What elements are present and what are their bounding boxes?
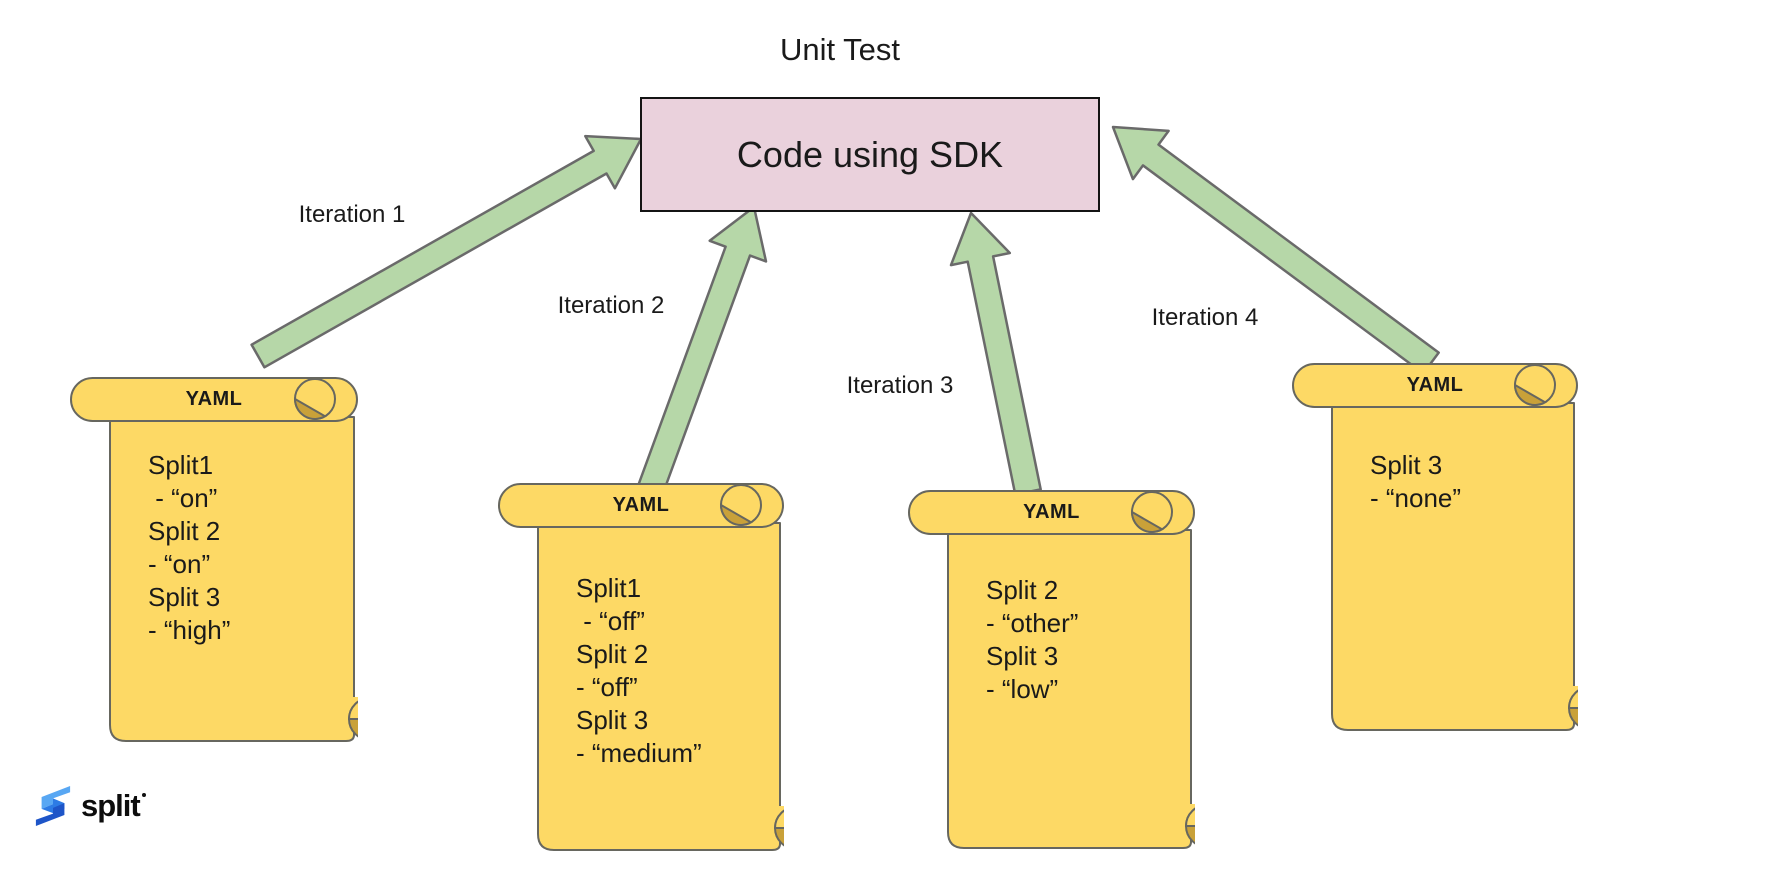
scroll-shape — [908, 490, 1195, 849]
scroll-header: YAML — [1406, 374, 1464, 396]
yaml-line: - “off” — [576, 672, 638, 702]
yaml-line: Split 3 — [576, 705, 649, 735]
iteration-label-2: Iteration 2 — [557, 292, 665, 319]
iteration-label-4: Iteration 4 — [1151, 304, 1259, 331]
yaml-line: Split1 — [576, 573, 642, 603]
yaml-line: - “none” — [1370, 483, 1462, 513]
scroll-text: Split1 - “off”Split 2- “off”Split 3- “me… — [576, 572, 702, 770]
scroll-text: Split 2- “other”Split 3- “low” — [986, 574, 1078, 706]
yaml-line: Split 2 — [576, 639, 649, 669]
trademark-dot — [141, 793, 146, 797]
scroll-shape — [498, 483, 784, 851]
iteration-label-3: Iteration 3 — [846, 372, 954, 399]
yaml-line: Split 3 — [148, 582, 221, 612]
code-sdk-box: Code using SDK — [640, 97, 1100, 212]
yaml-line: Split 3 — [986, 641, 1059, 671]
scroll-header: YAML — [1023, 501, 1080, 523]
scroll-text: Split1 - “on”Split 2- “on”Split 3- “high… — [148, 449, 230, 647]
scroll-header: YAML — [185, 388, 243, 410]
yaml-scroll-4: YAML Split 3- “none” — [1292, 363, 1578, 732]
yaml-line: - “medium” — [576, 738, 702, 768]
page-title: Unit Test — [779, 32, 901, 67]
iteration-3-arrow — [949, 211, 1042, 496]
yaml-line: - “off” — [576, 606, 645, 636]
yaml-scroll-3: YAML Split 2- “other”Split 3- “low” — [908, 490, 1195, 850]
iteration-4-arrow — [1111, 125, 1440, 375]
scroll-shape — [70, 377, 358, 742]
iteration-2-arrow — [636, 205, 768, 497]
yaml-line: - “other” — [986, 608, 1079, 638]
scroll-text: Split 3- “none” — [1370, 449, 1461, 515]
code-sdk-label: Code using SDK — [736, 133, 1004, 175]
split-logo: split — [34, 784, 146, 828]
yaml-line: - “on” — [148, 483, 218, 513]
split-logo-text: split — [81, 788, 141, 823]
yaml-line: Split1 — [148, 450, 214, 480]
iteration-label-1: Iteration 1 — [298, 201, 406, 228]
yaml-line: Split 2 — [986, 575, 1059, 605]
iteration-1-arrow — [250, 134, 643, 369]
yaml-line: Split 2 — [148, 516, 221, 546]
scroll-header: YAML — [612, 494, 670, 516]
scroll-shape — [1292, 363, 1578, 731]
split-logo-icon — [35, 786, 71, 826]
yaml-line: - “on” — [148, 549, 211, 579]
yaml-line: - “low” — [986, 674, 1059, 704]
yaml-line: Split 3 — [1370, 450, 1443, 480]
yaml-line: - “high” — [148, 615, 231, 645]
